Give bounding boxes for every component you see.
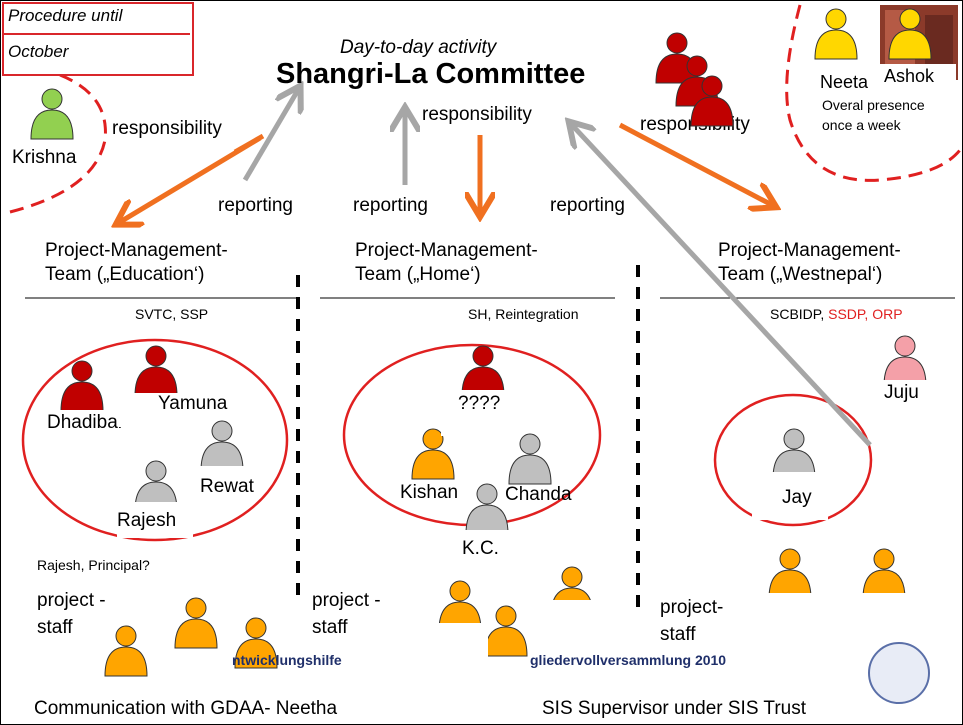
reporting-label-right: reporting — [550, 195, 625, 216]
emblem-icon — [868, 642, 930, 704]
person-icon-krishna — [30, 88, 74, 140]
person-icon-jay — [772, 428, 816, 480]
person-icon-rewat — [200, 420, 244, 472]
responsibility-arrow-right — [618, 122, 772, 205]
footer-supervisor: SIS Supervisor under SIS Trust — [542, 698, 807, 719]
procedure-line2: October — [8, 42, 69, 61]
person-icon-yamuna — [134, 345, 178, 397]
person-label-jay: Jay — [782, 487, 812, 508]
procedure-box — [2, 2, 194, 76]
responsibility-arrow-left-tail — [233, 133, 265, 155]
person-label-rewat: Rewat — [200, 476, 254, 497]
person-label-dhadibal: Dhadibal — [47, 412, 122, 433]
person-icon-chanda — [508, 433, 552, 485]
person-icon-kc — [465, 483, 509, 535]
team-home-line1: Project-Management- — [355, 240, 538, 261]
westnepal-projects-black: SCBIDP, — [770, 306, 829, 322]
person-label-juju: Juju — [884, 382, 919, 403]
person-icon-staff-right-1 — [768, 548, 812, 600]
reporting-label-center: reporting — [353, 195, 428, 216]
person-label-chanda: Chanda — [505, 484, 572, 505]
person-icon-staff-left-1 — [174, 597, 218, 649]
person-icon-top-red-3 — [690, 75, 734, 127]
footer-banner-left: ntwicklungshilfe — [232, 652, 342, 668]
staff-mid-line2: staff — [312, 617, 348, 638]
team-education-line2: Team („Education‘) — [45, 264, 205, 285]
staff-mid-line1: project - — [312, 590, 381, 611]
staff-left-line1: project - — [37, 590, 106, 611]
person-icon-staff-mid-2 — [484, 605, 528, 657]
presence-line1: Overal presence — [822, 97, 925, 113]
procedure-divider — [2, 33, 190, 35]
header-subtitle: Day-to-day activity — [340, 37, 497, 58]
person-label-unknown: ???? — [458, 393, 501, 414]
education-circle — [21, 338, 289, 542]
leaders-dashed-circle — [785, 4, 962, 182]
person-icon-staff-right-2 — [862, 548, 906, 600]
reporting-arrow-left — [242, 90, 298, 182]
person-label-neeta: Neeta — [820, 72, 869, 92]
person-icon-juju — [883, 335, 927, 387]
team-education-line1: Project-Management- — [45, 240, 228, 261]
staff-right-line1: project- — [660, 597, 724, 618]
staff-note-left: Rajesh, Principal? — [37, 557, 150, 573]
team-westnepal-line1: Project-Management- — [718, 240, 901, 261]
reporting-label-left: reporting — [218, 195, 293, 216]
westnepal-projects-red: SSDP, ORP — [828, 306, 903, 322]
person-label-rajesh: Rajesh — [117, 510, 177, 531]
person-label-yamuna: Yamuna — [158, 393, 228, 414]
staff-right-line2: staff — [660, 624, 696, 645]
footer-communication: Communication with GDAA- Neetha — [34, 698, 338, 719]
person-icon-dhadibal — [60, 360, 104, 412]
person-label-ashok: Ashok — [884, 66, 935, 86]
westnepal-circle — [713, 393, 873, 527]
responsibility-label-left: responsibility — [112, 118, 222, 139]
person-icon-neeta — [814, 8, 858, 60]
krishna-dashed-circle — [9, 73, 107, 214]
team-education-projects: SVTC, SSP — [135, 306, 209, 322]
staff-left-line2: staff — [37, 617, 73, 638]
person-label-kishan: Kishan — [400, 482, 459, 503]
person-icon-ashok — [888, 8, 932, 60]
footer-banner-right: gliedervollversammlung 2010 — [530, 652, 727, 668]
reporting-arrow-right — [572, 125, 872, 447]
presence-line2: once a week — [822, 117, 901, 133]
team-home-line2: Team („Home‘) — [355, 264, 481, 285]
person-icon-kishan — [411, 428, 455, 480]
person-label-krishna: Krishna — [12, 147, 77, 168]
person-icon-unknown — [461, 345, 505, 397]
person-label-kc: K.C. — [462, 538, 499, 559]
team-westnepal-projects: SCBIDP, SSDP, ORP — [770, 306, 903, 322]
header-title: Shangri-La Committee — [276, 58, 586, 90]
team-home-projects: SH, Reintegration — [468, 306, 579, 322]
person-icon-staff-left-3 — [234, 617, 278, 669]
responsibility-label-center: responsibility — [422, 104, 532, 125]
person-icon-staff-left-2 — [104, 625, 148, 677]
procedure-line1: Procedure until — [8, 6, 123, 25]
team-westnepal-line2: Team („Westnepal‘) — [718, 264, 883, 285]
